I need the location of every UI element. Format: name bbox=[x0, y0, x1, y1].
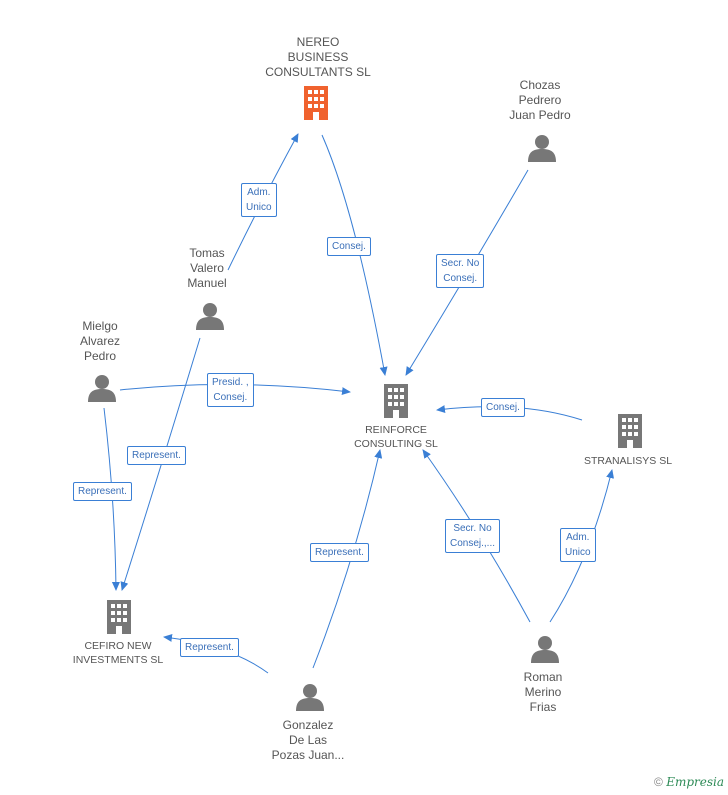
building-icon[interactable] bbox=[107, 600, 131, 634]
building-icon[interactable] bbox=[618, 414, 642, 448]
node-label-chozas[interactable]: Chozas Pedrero Juan Pedro bbox=[509, 78, 571, 122]
edge-label-consej[interactable]: Consej. bbox=[327, 237, 371, 256]
person-icon[interactable] bbox=[196, 303, 224, 330]
footer: © Empresia bbox=[654, 775, 724, 789]
edge-label-adm-unico[interactable]: Adm. Unico bbox=[560, 528, 596, 562]
person-icon[interactable] bbox=[88, 375, 116, 402]
brand-logo[interactable]: Empresia bbox=[666, 775, 724, 789]
person-icon[interactable] bbox=[528, 135, 556, 162]
edge-label-represent[interactable]: Represent. bbox=[127, 446, 186, 465]
edges bbox=[103, 133, 614, 674]
edge-tomas-cefiro bbox=[120, 337, 201, 591]
building-icon[interactable] bbox=[304, 86, 328, 120]
person-icon[interactable] bbox=[531, 636, 559, 663]
building-icon[interactable] bbox=[384, 384, 408, 418]
edge-nereo-reinforce bbox=[321, 134, 388, 376]
person-icon[interactable] bbox=[296, 684, 324, 711]
node-label-nereo[interactable]: NEREO BUSINESS CONSULTANTS SL bbox=[265, 35, 371, 79]
edge-label-presid-consej[interactable]: Presid. , Consej. bbox=[207, 373, 254, 407]
edge-label-secr-no-consej[interactable]: Secr. No Consej.,... bbox=[445, 519, 501, 553]
node-label-tomas[interactable]: Tomas Valero Manuel bbox=[187, 246, 227, 290]
edge-label-represent[interactable]: Represent. bbox=[310, 543, 369, 562]
edge-label-represent[interactable]: Represent. bbox=[73, 482, 132, 501]
edge-label-represent[interactable]: Represent. bbox=[180, 638, 239, 657]
edge-label-adm-unico[interactable]: Adm. Unico bbox=[241, 183, 277, 217]
node-label-gonzalez[interactable]: Gonzalez De Las Pozas Juan... bbox=[271, 718, 345, 762]
node-label-stranalisys[interactable]: STRANALISYS SL bbox=[583, 455, 673, 467]
node-label-reinforce[interactable]: REINFORCE CONSULTING SL bbox=[354, 424, 438, 450]
node-label-roman[interactable]: Roman Merino Frias bbox=[523, 670, 563, 714]
copyright-symbol: © bbox=[654, 775, 663, 789]
node-label-mielgo[interactable]: Mielgo Alvarez Pedro bbox=[79, 319, 120, 363]
node-label-cefiro[interactable]: CEFIRO NEW INVESTMENTS SL bbox=[72, 640, 164, 666]
edge-label-consej[interactable]: Consej. bbox=[481, 398, 525, 417]
edge-label-secr-no-consej[interactable]: Secr. No Consej. bbox=[436, 254, 485, 288]
